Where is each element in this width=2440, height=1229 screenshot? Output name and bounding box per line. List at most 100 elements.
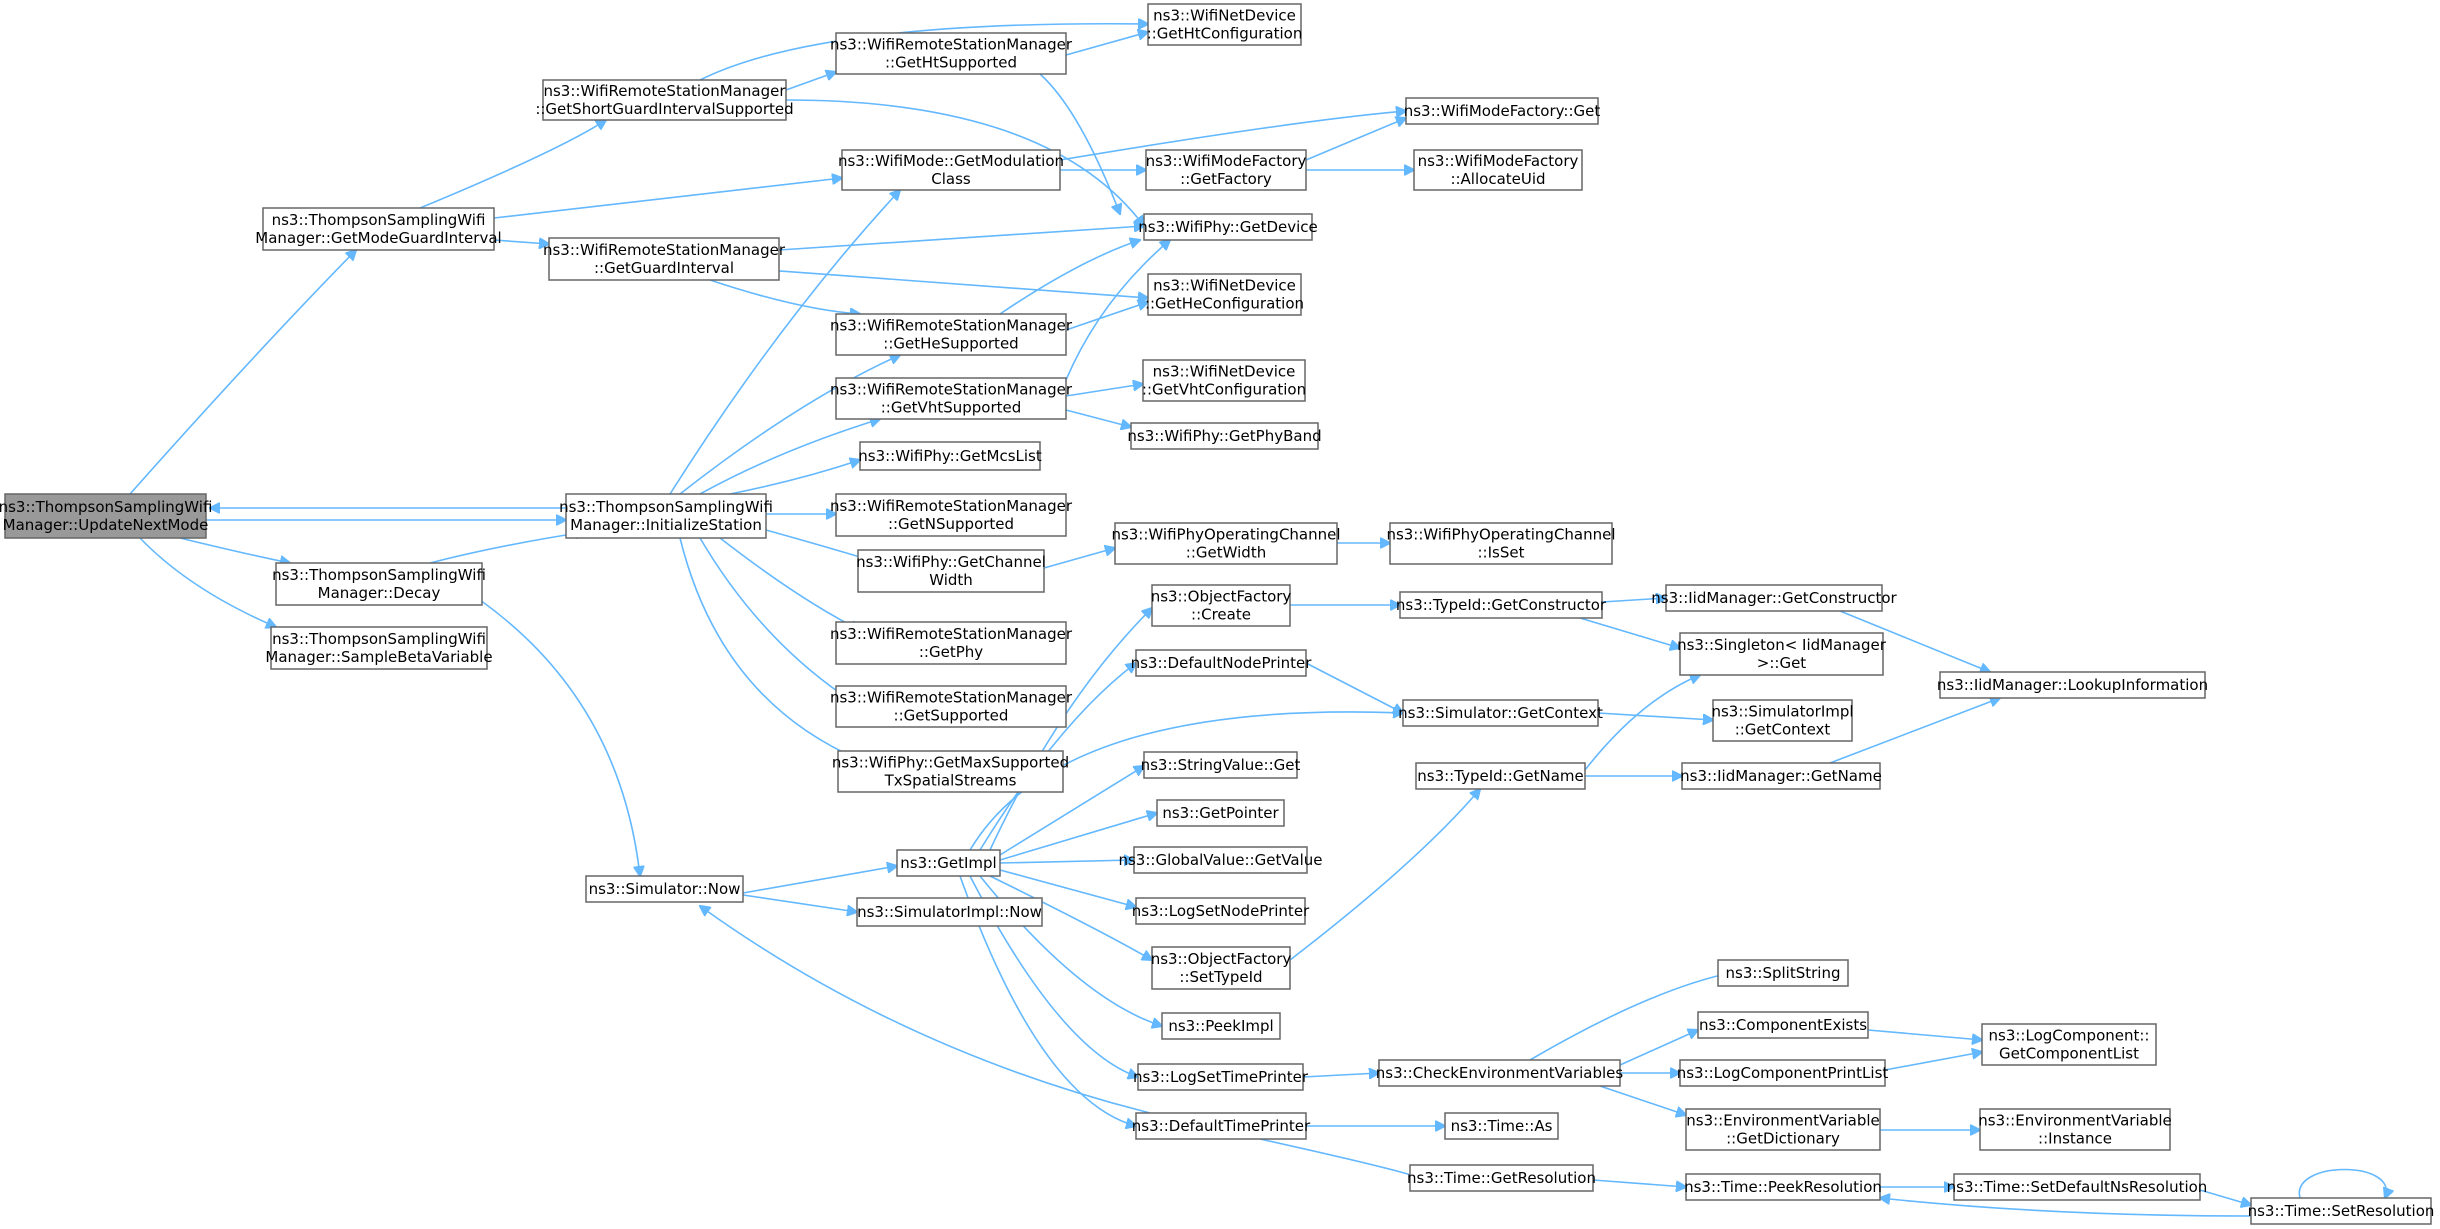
node-ghes[interactable]: ns3::WifiRemoteStationManager::GetHeSupp… bbox=[830, 313, 1073, 356]
node-tgr[interactable]: ns3::Time::GetResolution bbox=[1407, 1164, 1596, 1192]
node-box-gpb bbox=[1130, 422, 1319, 450]
node-cev[interactable]: ns3::CheckEnvironmentVariables bbox=[1376, 1059, 1624, 1087]
node-tas[interactable]: ns3::Time::As bbox=[1444, 1112, 1559, 1140]
node-ghts[interactable]: ns3::WifiRemoteStationManager::GetHtSupp… bbox=[830, 32, 1073, 75]
node-box-sbv bbox=[270, 626, 488, 670]
edge-simnow-to-siminow bbox=[742, 894, 857, 912]
nodes: ns3::ThompsonSamplingWifiManager::Update… bbox=[0, 3, 2435, 1225]
node-label-tas-0: ns3::Time::As bbox=[1451, 1117, 1553, 1135]
node-getimpl[interactable]: ns3::GetImpl bbox=[896, 849, 1001, 877]
node-wpgd[interactable]: ns3::WifiPhy::GetDevice bbox=[1138, 213, 1318, 241]
node-box-gmcs bbox=[859, 441, 1041, 471]
node-dtp[interactable]: ns3::DefaultTimePrinter bbox=[1132, 1112, 1311, 1140]
node-box-tas bbox=[1444, 1112, 1559, 1140]
node-imgn[interactable]: ns3::IidManager::GetName bbox=[1680, 762, 1882, 790]
node-evi[interactable]: ns3::EnvironmentVariable::Instance bbox=[1978, 1108, 2172, 1151]
node-peek[interactable]: ns3::PeekImpl bbox=[1161, 1012, 1281, 1040]
node-label-root-0: ns3::ThompsonSamplingWifi bbox=[0, 498, 212, 516]
node-sgc[interactable]: ns3::Simulator::GetContext bbox=[1398, 699, 1603, 727]
node-split[interactable]: ns3::SplitString bbox=[1717, 959, 1849, 987]
node-tgc[interactable]: ns3::TypeId::GetConstructor bbox=[1396, 591, 1607, 619]
node-label-svg-0: ns3::StringValue::Get bbox=[1141, 756, 1301, 774]
edge-root-to-decay bbox=[179, 537, 290, 563]
node-wmfau[interactable]: ns3::WifiModeFactory::AllocateUid bbox=[1413, 149, 1583, 191]
node-label-evi-1: ::Instance bbox=[2038, 1130, 2112, 1148]
node-box-gvhtc bbox=[1142, 359, 1306, 402]
node-label-lcgcl-0: ns3::LogComponent:: bbox=[1989, 1027, 2150, 1045]
node-box-ghec bbox=[1147, 273, 1302, 316]
node-gvgv[interactable]: ns3::GlobalValue::GetValue bbox=[1118, 846, 1323, 874]
edge-tsr-to-tpr bbox=[1880, 1198, 2252, 1217]
node-label-gphy-0: ns3::WifiRemoteStationManager bbox=[830, 625, 1073, 643]
node-label-sing-0: ns3::Singleton< IidManager bbox=[1677, 636, 1887, 654]
node-label-wpocgw-1: ::GetWidth bbox=[1186, 544, 1266, 562]
edge-tgr-to-tpr bbox=[1592, 1179, 1686, 1187]
node-ofst[interactable]: ns3::ObjectFactory::SetTypeId bbox=[1151, 946, 1292, 990]
node-label-wpocgw-0: ns3::WifiPhyOperatingChannel bbox=[1111, 526, 1340, 544]
edges bbox=[129, 24, 2386, 1217]
node-svg[interactable]: ns3::StringValue::Get bbox=[1141, 751, 1301, 779]
node-gmcs[interactable]: ns3::WifiPhy::GetMcsList bbox=[858, 441, 1042, 471]
node-ghtc[interactable]: ns3::WifiNetDevice::GetHtConfiguration bbox=[1147, 3, 1303, 46]
edge-cex-to-lcgcl bbox=[1867, 1029, 1982, 1040]
edge-ggi-to-wpgd bbox=[778, 226, 1144, 251]
node-imli[interactable]: ns3::IidManager::LookupInformation bbox=[1937, 671, 2208, 699]
node-ghec[interactable]: ns3::WifiNetDevice::GetHeConfiguration bbox=[1145, 273, 1304, 316]
node-label-ggi-0: ns3::WifiRemoteStationManager bbox=[543, 241, 786, 259]
node-box-gphy bbox=[835, 621, 1067, 665]
node-gmss[interactable]: ns3::WifiPhy::GetMaxSupportedTxSpatialSt… bbox=[832, 750, 1069, 793]
node-gvhtc[interactable]: ns3::WifiNetDevice::GetVhtConfiguration bbox=[1142, 359, 1306, 402]
node-label-root-1: Manager::UpdateNextMode bbox=[3, 516, 209, 534]
node-ggi[interactable]: ns3::WifiRemoteStationManager::GetGuardI… bbox=[543, 237, 786, 281]
edge-init-to-gsup bbox=[699, 537, 850, 700]
edge-sgc-to-sigc bbox=[1597, 712, 1713, 720]
node-gvhts[interactable]: ns3::WifiRemoteStationManager::GetVhtSup… bbox=[830, 377, 1073, 420]
node-sing[interactable]: ns3::Singleton< IidManager>::Get bbox=[1677, 632, 1887, 676]
node-tsr[interactable]: ns3::Time::SetResolution bbox=[2248, 1197, 2435, 1225]
edge-getimpl-to-gp bbox=[999, 813, 1157, 861]
node-simnow[interactable]: ns3::Simulator::Now bbox=[585, 875, 744, 903]
node-root[interactable]: ns3::ThompsonSamplingWifiManager::Update… bbox=[0, 493, 212, 539]
node-box-peek bbox=[1161, 1012, 1281, 1040]
node-imgc[interactable]: ns3::IidManager::GetConstructor bbox=[1651, 584, 1898, 612]
node-tgn[interactable]: ns3::TypeId::GetName bbox=[1415, 762, 1586, 790]
node-box-ofc bbox=[1151, 584, 1291, 627]
node-tsdr[interactable]: ns3::Time::SetDefaultNsResolution bbox=[1947, 1173, 2208, 1201]
node-lcpl[interactable]: ns3::LogComponentPrintList bbox=[1677, 1059, 1889, 1087]
node-gsup[interactable]: ns3::WifiRemoteStationManager::GetSuppor… bbox=[830, 685, 1073, 728]
node-sbv[interactable]: ns3::ThompsonSamplingWifiManager::Sample… bbox=[265, 626, 493, 670]
node-label-gvgv-0: ns3::GlobalValue::GetValue bbox=[1118, 851, 1322, 869]
node-label-cex-0: ns3::ComponentExists bbox=[1699, 1016, 1867, 1034]
node-lcgcl[interactable]: ns3::LogComponent::GetComponentList bbox=[1981, 1023, 2157, 1066]
node-box-root bbox=[4, 493, 207, 539]
node-label-cev-0: ns3::CheckEnvironmentVariables bbox=[1376, 1064, 1624, 1082]
node-wmfgf[interactable]: ns3::WifiModeFactory::GetFactory bbox=[1145, 149, 1307, 191]
node-label-wpocis-1: ::IsSet bbox=[1478, 544, 1525, 562]
node-evgd[interactable]: ns3::EnvironmentVariable::GetDictionary bbox=[1685, 1108, 1881, 1151]
node-wpocis[interactable]: ns3::WifiPhyOperatingChannel::IsSet bbox=[1386, 522, 1616, 565]
node-gns[interactable]: ns3::WifiRemoteStationManager::GetNSuppo… bbox=[830, 493, 1073, 537]
node-siminow[interactable]: ns3::SimulatorImpl::Now bbox=[856, 897, 1043, 927]
edge-root-to-gmgi bbox=[129, 250, 356, 495]
node-label-sigc-1: ::GetContext bbox=[1735, 721, 1831, 739]
node-sgis[interactable]: ns3::WifiRemoteStationManager::GetShortG… bbox=[535, 79, 794, 121]
node-lstp[interactable]: ns3::LogSetTimePrinter bbox=[1133, 1063, 1309, 1091]
node-label-siminow-0: ns3::SimulatorImpl::Now bbox=[857, 903, 1042, 921]
node-label-ghtc-0: ns3::WifiNetDevice bbox=[1153, 7, 1296, 25]
node-dnp[interactable]: ns3::DefaultNodePrinter bbox=[1131, 649, 1313, 677]
node-tpr[interactable]: ns3::Time::PeekResolution bbox=[1684, 1173, 1882, 1201]
node-gpb[interactable]: ns3::WifiPhy::GetPhyBand bbox=[1127, 422, 1322, 450]
node-gp[interactable]: ns3::GetPointer bbox=[1156, 799, 1285, 827]
node-gmgi[interactable]: ns3::ThompsonSamplingWifiManager::GetMod… bbox=[255, 207, 502, 251]
node-gphy[interactable]: ns3::WifiRemoteStationManager::GetPhy bbox=[830, 621, 1073, 665]
node-cex[interactable]: ns3::ComponentExists bbox=[1697, 1011, 1869, 1039]
node-wpocgw[interactable]: ns3::WifiPhyOperatingChannel::GetWidth bbox=[1111, 522, 1341, 565]
node-wmfget[interactable]: ns3::WifiModeFactory::Get bbox=[1404, 97, 1601, 125]
node-ofc[interactable]: ns3::ObjectFactory::Create bbox=[1151, 584, 1292, 627]
node-sigc[interactable]: ns3::SimulatorImpl::GetContext bbox=[1711, 699, 1854, 742]
node-init[interactable]: ns3::ThompsonSamplingWifiManager::Initia… bbox=[559, 493, 773, 539]
node-lsnp[interactable]: ns3::LogSetNodePrinter bbox=[1132, 897, 1310, 925]
